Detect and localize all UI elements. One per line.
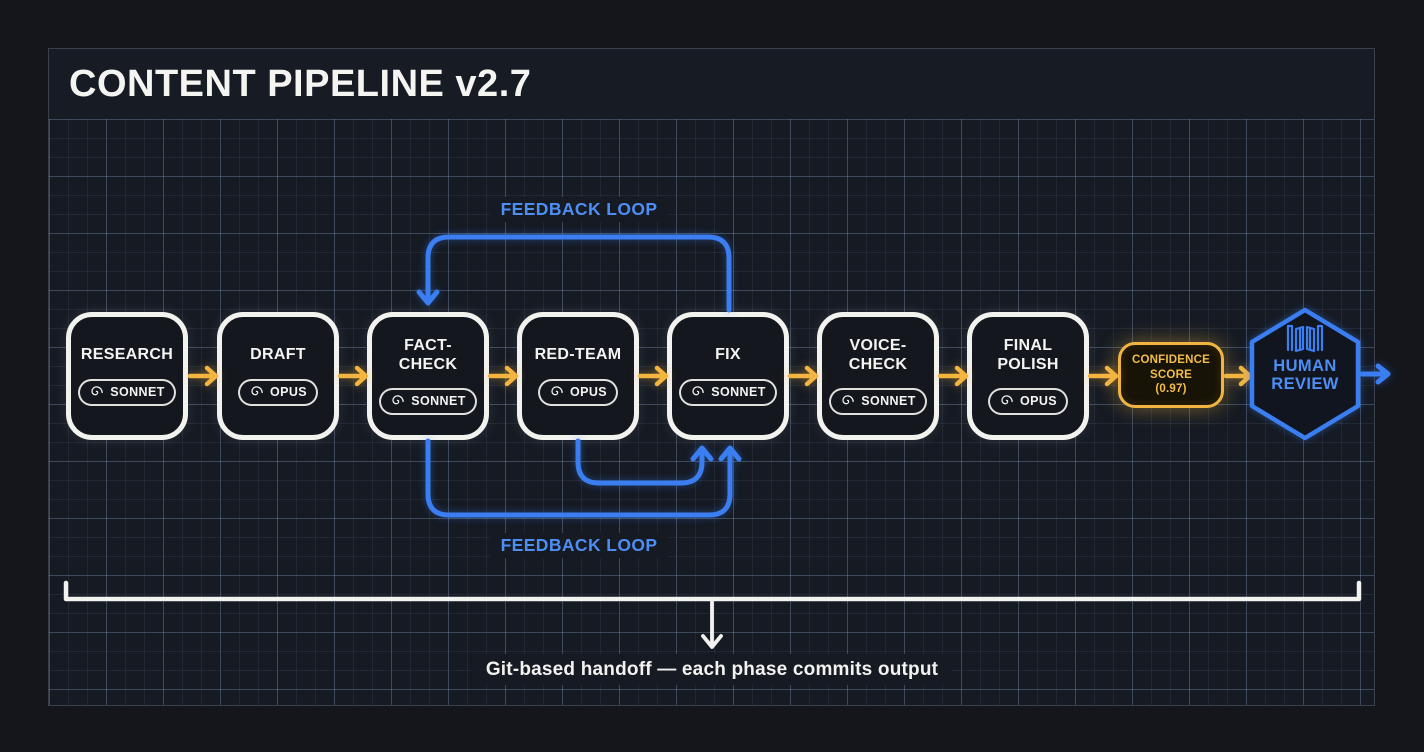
stage-label: DRAFT (250, 346, 306, 364)
spiral-icon (392, 395, 405, 405)
stage-box-fact-check: FACT-CHECK SONNET (367, 312, 489, 440)
model-name: OPUS (1019, 394, 1058, 409)
page-title: CONTENT PIPELINE v2.7 (69, 62, 532, 105)
model-name: SONNET (861, 394, 916, 409)
human-review-label: HUMAN REVIEW (1252, 357, 1358, 394)
spiral-icon (1001, 395, 1013, 405)
model-badge: OPUS (537, 378, 619, 406)
stage-box-final-polish: FINAL POLISH OPUS (967, 312, 1089, 440)
model-badge: SONNET (379, 387, 477, 415)
model-name: OPUS (569, 385, 608, 400)
human-review-line: REVIEW (1271, 375, 1339, 394)
stage-box-research: RESEARCH SONNET (66, 312, 188, 440)
model-name: SONNET (411, 394, 466, 409)
model-badge: OPUS (987, 387, 1069, 415)
feedback-loop-top-label: FEEDBACK LOOP (490, 197, 668, 222)
stage-box-draft: DRAFT OPUS (217, 312, 339, 440)
spiral-icon (692, 385, 705, 396)
model-name: SONNET (711, 385, 766, 400)
stage-label: VOICE-CHECK (848, 337, 908, 373)
confidence-line: (0.97) (1155, 383, 1187, 396)
feedback-loop-bottom-label: FEEDBACK LOOP (490, 533, 668, 558)
stage-label: FIX (715, 346, 741, 364)
handoff-caption: Git-based handoff — each phase commits o… (471, 654, 953, 685)
model-name: OPUS (269, 385, 308, 400)
spiral-icon (842, 395, 855, 405)
confidence-score-node: CONFIDENCE SCORE (0.97) (1118, 342, 1224, 408)
human-review-line: HUMAN (1273, 357, 1337, 375)
stage-box-red-team: RED-TEAM OPUS (517, 312, 639, 440)
spiral-icon (251, 385, 263, 396)
stage-box-fix: FIX SONNET (667, 312, 789, 440)
model-badge: OPUS (237, 378, 319, 406)
confidence-line: CONFIDENCE (1131, 353, 1211, 366)
stage-label: RED-TEAM (534, 346, 622, 364)
stage-label: FINAL POLISH (997, 337, 1059, 373)
handoff-caption-wrap: Git-based handoff — each phase commits o… (471, 654, 953, 685)
model-name: SONNET (110, 385, 165, 400)
spiral-icon (551, 385, 563, 396)
model-badge: SONNET (829, 387, 927, 415)
model-badge: SONNET (679, 378, 777, 406)
spiral-icon (91, 385, 104, 396)
stage-label: FACT-CHECK (398, 337, 458, 373)
title-bar: CONTENT PIPELINE v2.7 (49, 49, 1374, 119)
stage-box-voice-check: VOICE-CHECK SONNET (817, 312, 939, 440)
stage-label: RESEARCH (80, 346, 174, 364)
model-badge: SONNET (78, 378, 176, 406)
confidence-line: SCORE (1150, 368, 1192, 381)
